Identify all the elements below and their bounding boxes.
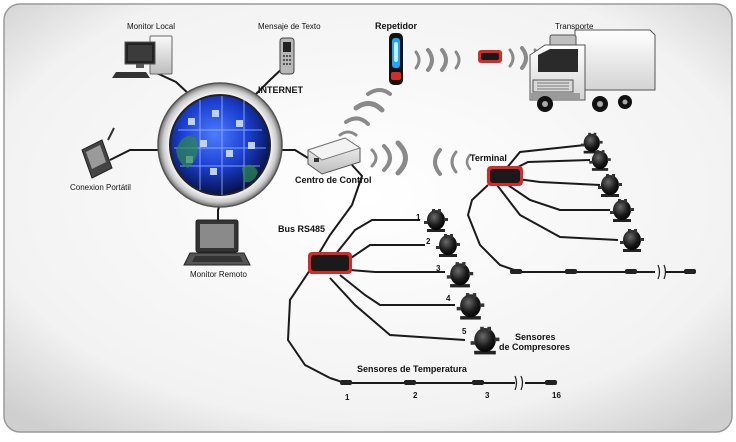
- control-center-box: [306, 137, 362, 175]
- compressor-number: 3: [436, 264, 441, 273]
- label-centro-control: Centro de Control: [295, 175, 372, 185]
- label-transporte: Transporte: [555, 22, 594, 31]
- compressor-number: 5: [462, 327, 467, 336]
- truck-icon: [529, 29, 656, 112]
- temperature-number: 16: [552, 391, 561, 400]
- compressor-number: 4: [446, 294, 451, 303]
- label-repetidor: Repetidor: [375, 21, 418, 31]
- temperature-number: 3: [485, 391, 490, 400]
- terminal-device: [487, 166, 523, 186]
- label-terminal: Terminal: [470, 153, 507, 163]
- mobile-phone-icon: [279, 37, 295, 75]
- repeater-icon: [389, 33, 403, 85]
- label-mensaje-texto: Mensaje de Texto: [258, 22, 321, 31]
- transmitter-icon: [478, 50, 502, 63]
- desktop-pc-icon: [112, 35, 173, 78]
- label-monitor-remoto: Monitor Remoto: [190, 270, 247, 279]
- laptop-icon: [183, 219, 251, 266]
- label-sensores-compresores-1: Sensores: [515, 332, 556, 342]
- label-internet: INTERNET: [258, 85, 304, 95]
- bus-rs485-device: [308, 252, 352, 274]
- label-bus-rs485: Bus RS485: [278, 224, 325, 234]
- label-monitor-local: Monitor Local: [127, 22, 175, 31]
- label-sensores-compresores-2: de Compresores: [499, 342, 570, 352]
- wireless-signals: [338, 46, 540, 176]
- handheld-device-icon: [81, 127, 115, 179]
- compressor-number: 2: [426, 237, 431, 246]
- temperature-number: 2: [413, 391, 418, 400]
- label-conexion-portatil: Conexion Portátil: [70, 183, 131, 192]
- compressor-number: 1: [416, 213, 421, 222]
- line-break-marks: [514, 264, 667, 391]
- label-sensores-temperatura: Sensores de Temperatura: [357, 364, 468, 374]
- temperature-number: 1: [345, 393, 350, 402]
- temp-probes: [340, 269, 696, 385]
- internet-globe: [157, 82, 283, 208]
